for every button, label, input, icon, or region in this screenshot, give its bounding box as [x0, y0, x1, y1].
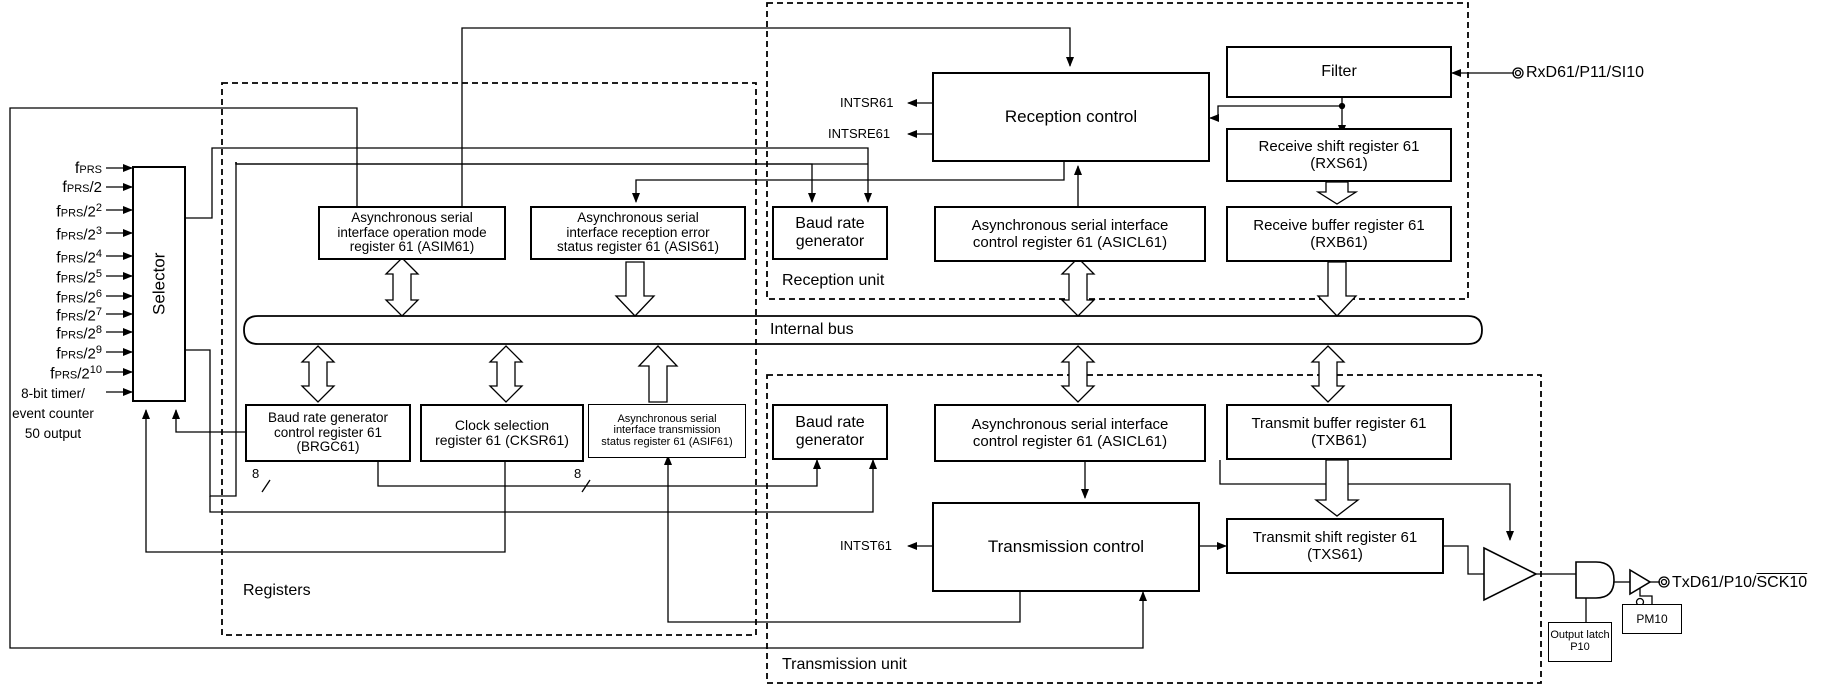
selector-input-6: fPRS/26: [56, 288, 102, 307]
bus-width-label-2: 8: [574, 466, 582, 481]
registers-region: [221, 82, 757, 636]
transmission-control-block: Transmission control: [932, 502, 1200, 592]
registers-label: Registers: [243, 582, 311, 599]
selector-input-2: fPRS/22: [56, 202, 102, 221]
txs61-register: Transmit shift register 61(TXS61): [1226, 518, 1444, 574]
txb61-bus-arrow: [1310, 345, 1346, 403]
selector-input-5: fPRS/25: [56, 268, 102, 287]
asicl61-tx-bus-arrow: [1060, 345, 1096, 403]
rxs-rxb-arrow: [1315, 181, 1359, 205]
cksr61-bus-arrow: [488, 345, 524, 403]
asim61-bus-arrow: [384, 257, 420, 317]
asicl61-rx-bus-arrow: [1060, 257, 1096, 317]
txb61-register: Transmit buffer register 61(TXB61): [1226, 404, 1452, 460]
internal-bus-shape: [243, 315, 1483, 345]
reception-unit-label: Reception unit: [782, 272, 885, 289]
txd-pin-label: TxD61/P10/SCK10: [1672, 574, 1808, 591]
selector-block: Selector: [132, 166, 186, 402]
selector-input-0: fPRS: [74, 160, 102, 177]
rxb61-bus-arrow: [1316, 261, 1358, 317]
selector-label: Selector: [149, 252, 169, 316]
intsr61-signal: INTSR61: [840, 95, 894, 110]
selector-input-8: fPRS/28: [56, 324, 102, 343]
transmission-unit-region: [766, 374, 1542, 684]
filter-block: Filter: [1226, 46, 1452, 98]
brgc61-bus-arrow: [300, 345, 336, 403]
asis61-bus-arrow: [614, 261, 656, 317]
selector-input-4: fPRS/24: [56, 248, 102, 267]
rxd-pin-label: RxD61/P11/SI10: [1526, 64, 1644, 81]
pm10-block: PM10: [1622, 604, 1682, 634]
rxs61-register: Receive shift register 61(RXS61): [1226, 128, 1452, 182]
selector-input-10: fPRS/210: [50, 364, 102, 383]
txb-txs-arrow: [1314, 459, 1360, 517]
reception-control-block: Reception control: [932, 72, 1210, 162]
selector-input-9: fPRS/29: [56, 344, 102, 363]
bus-width-label-1: 8: [252, 466, 260, 481]
selector-input-3: fPRS/23: [56, 225, 102, 244]
intst61-signal: INTST61: [840, 538, 893, 553]
selector-input-1: fPRS/2: [62, 179, 102, 196]
rxb61-register: Receive buffer register 61(RXB61): [1226, 206, 1452, 262]
tx-driver-triangle: [1483, 546, 1538, 602]
selector-input-7: fPRS/27: [56, 306, 102, 325]
timer-input-label: 8-bit timer/ event counter 50 output: [12, 386, 94, 441]
asif61-bus-arrow: [637, 345, 679, 403]
reception-unit-region: [766, 2, 1469, 300]
intsre61-signal: INTSRE61: [828, 126, 891, 141]
and-gate: [1575, 561, 1615, 599]
transmission-unit-label: Transmission unit: [782, 656, 907, 673]
internal-bus-label: Internal bus: [770, 321, 854, 338]
